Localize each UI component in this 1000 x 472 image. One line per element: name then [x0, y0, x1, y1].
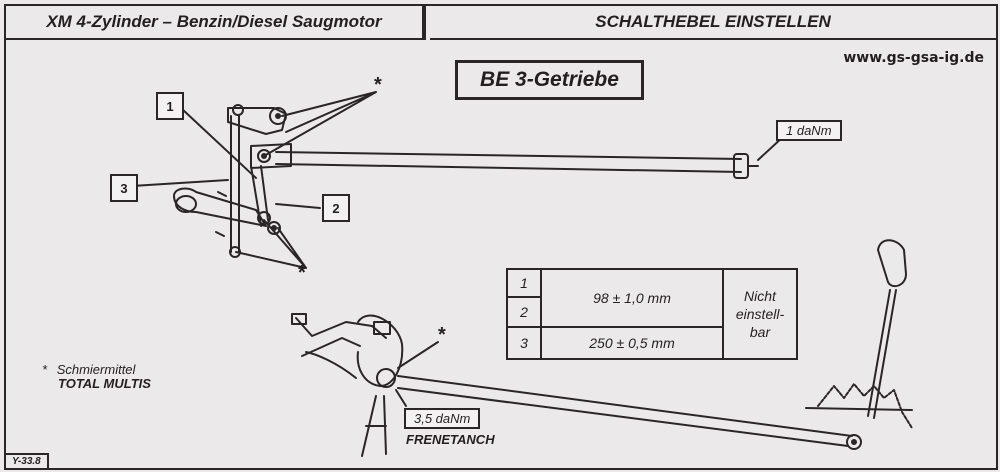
shift-boot [817, 383, 913, 429]
upper-rod-end [733, 153, 749, 179]
adjustment-spec-table: 1 98 ± 1,0 mm Nicht einstell- bar 2 3 25… [506, 268, 798, 360]
spec-note: Nicht einstell- bar [722, 268, 798, 360]
lower-control-rod [397, 375, 853, 447]
lower-arm [173, 187, 267, 227]
lubrication-point-lower-linkage: * [438, 324, 446, 346]
spec-row-1-value: 98 ± 1,0 mm [540, 268, 724, 328]
callout-1: 1 [156, 92, 184, 120]
header-procedure-title: SCHALTHEBEL EINSTELLEN [430, 6, 996, 40]
spec-row-1-number: 1 [506, 268, 542, 298]
spec-note-line-1: Nicht [744, 288, 776, 304]
lubrication-point-upper: * [374, 74, 382, 96]
spec-row-3-value: 250 ± 0,5 mm [540, 326, 724, 360]
upper-control-rod [275, 151, 742, 173]
page-frame: XM 4-Zylinder – Benzin/Diesel Saugmotor … [4, 4, 998, 470]
lower-linkage [295, 317, 387, 357]
lubricant-legend: * Schmiermittel [42, 362, 135, 377]
upper-bracket [227, 107, 287, 135]
spec-row-3-number: 3 [506, 326, 542, 360]
torque-lower-label: 3,5 daNm [404, 408, 481, 429]
gearbox-label: BE 3-Getriebe [455, 60, 644, 100]
spec-note-line-2: einstell- [735, 306, 785, 322]
shift-knob [877, 239, 907, 288]
spec-row-2-number: 2 [506, 296, 542, 328]
callout-2: 2 [322, 194, 350, 222]
spec-note-line-3: bar [749, 324, 771, 340]
website-label: www.gs-gsa-ig.de [843, 50, 984, 66]
linkage-drawing [131, 91, 913, 457]
figure-id: Y-33.8 [6, 453, 49, 468]
torque-upper-label: 1 daNm [776, 120, 842, 141]
frenetanch-label: FRENETANCH [406, 432, 495, 447]
lubricant-label: Schmiermittel [56, 362, 136, 377]
lubrication-point-lower-lever: * [298, 262, 306, 284]
shift-lever [867, 289, 897, 419]
lubricant-marker: * [42, 362, 48, 377]
callout-3: 3 [110, 174, 138, 202]
header-model-title: XM 4-Zylinder – Benzin/Diesel Saugmotor [6, 6, 426, 40]
lubricant-product: TOTAL MULTIS [58, 376, 151, 391]
